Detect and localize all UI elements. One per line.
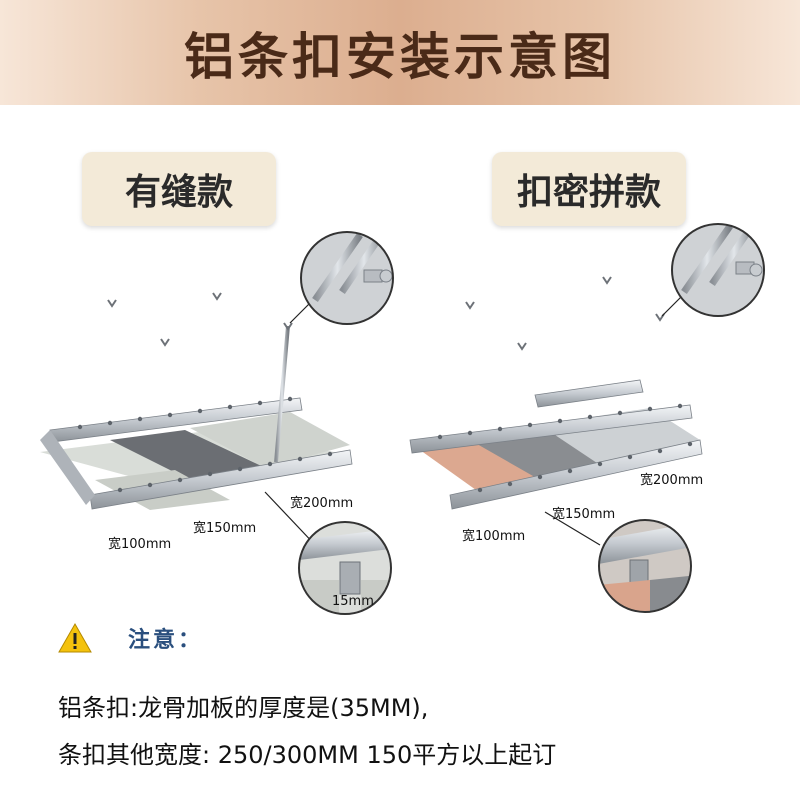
tight-fit-style-label: 扣密拼款 xyxy=(492,152,686,226)
seam-width-label: 15mm xyxy=(332,594,374,609)
warning-icon xyxy=(58,622,92,653)
rod-hooks xyxy=(107,292,293,347)
seamed-style-label: 有缝款 xyxy=(82,152,276,226)
width-label-100: 宽100mm xyxy=(108,536,171,552)
page-title: 铝条扣安装示意图 xyxy=(184,27,616,86)
rod-hooks-right xyxy=(465,276,665,351)
suspension-rods-right xyxy=(468,280,662,486)
width-label-200: 宽200mm xyxy=(290,495,353,511)
notice-line-widths: 条扣其他宽度: 250/300MM 150平方以上起订 xyxy=(58,741,557,769)
keel-rail-front xyxy=(89,449,353,510)
notice-header: 注意： xyxy=(58,622,203,654)
seam-detail-zoom-left: 15mm xyxy=(298,521,392,615)
notice-title: 注意： xyxy=(128,628,204,653)
keel-rail-front-right xyxy=(449,439,703,510)
rod-detail-zoom-right xyxy=(671,223,765,317)
cross-keel-right xyxy=(534,379,644,408)
width-label-150: 宽150mm xyxy=(193,520,256,536)
notice-line-thickness: 铝条扣:龙骨加板的厚度是(35MM), xyxy=(58,694,429,722)
side-rail-left xyxy=(40,430,95,505)
tight-joint-detail-zoom-right xyxy=(598,519,692,613)
suspension-rods xyxy=(110,296,290,480)
seamed-ceiling-drawing: 宽100mm 宽150mm 宽200mm xyxy=(40,292,353,552)
title-banner: 铝条扣安装示意图 xyxy=(0,0,800,105)
width-label-150-right: 宽150mm xyxy=(552,506,615,522)
ceiling-panel-right xyxy=(190,412,350,468)
width-label-100-right: 宽100mm xyxy=(462,528,525,544)
rod-detail-zoom-left xyxy=(300,231,394,325)
width-label-200-right: 宽200mm xyxy=(640,472,703,488)
keel-rail-back-right xyxy=(409,404,693,454)
tight-fit-ceiling-drawing: 宽100mm 宽150mm 宽200mm xyxy=(409,276,703,546)
rail-holes-right xyxy=(437,403,693,493)
